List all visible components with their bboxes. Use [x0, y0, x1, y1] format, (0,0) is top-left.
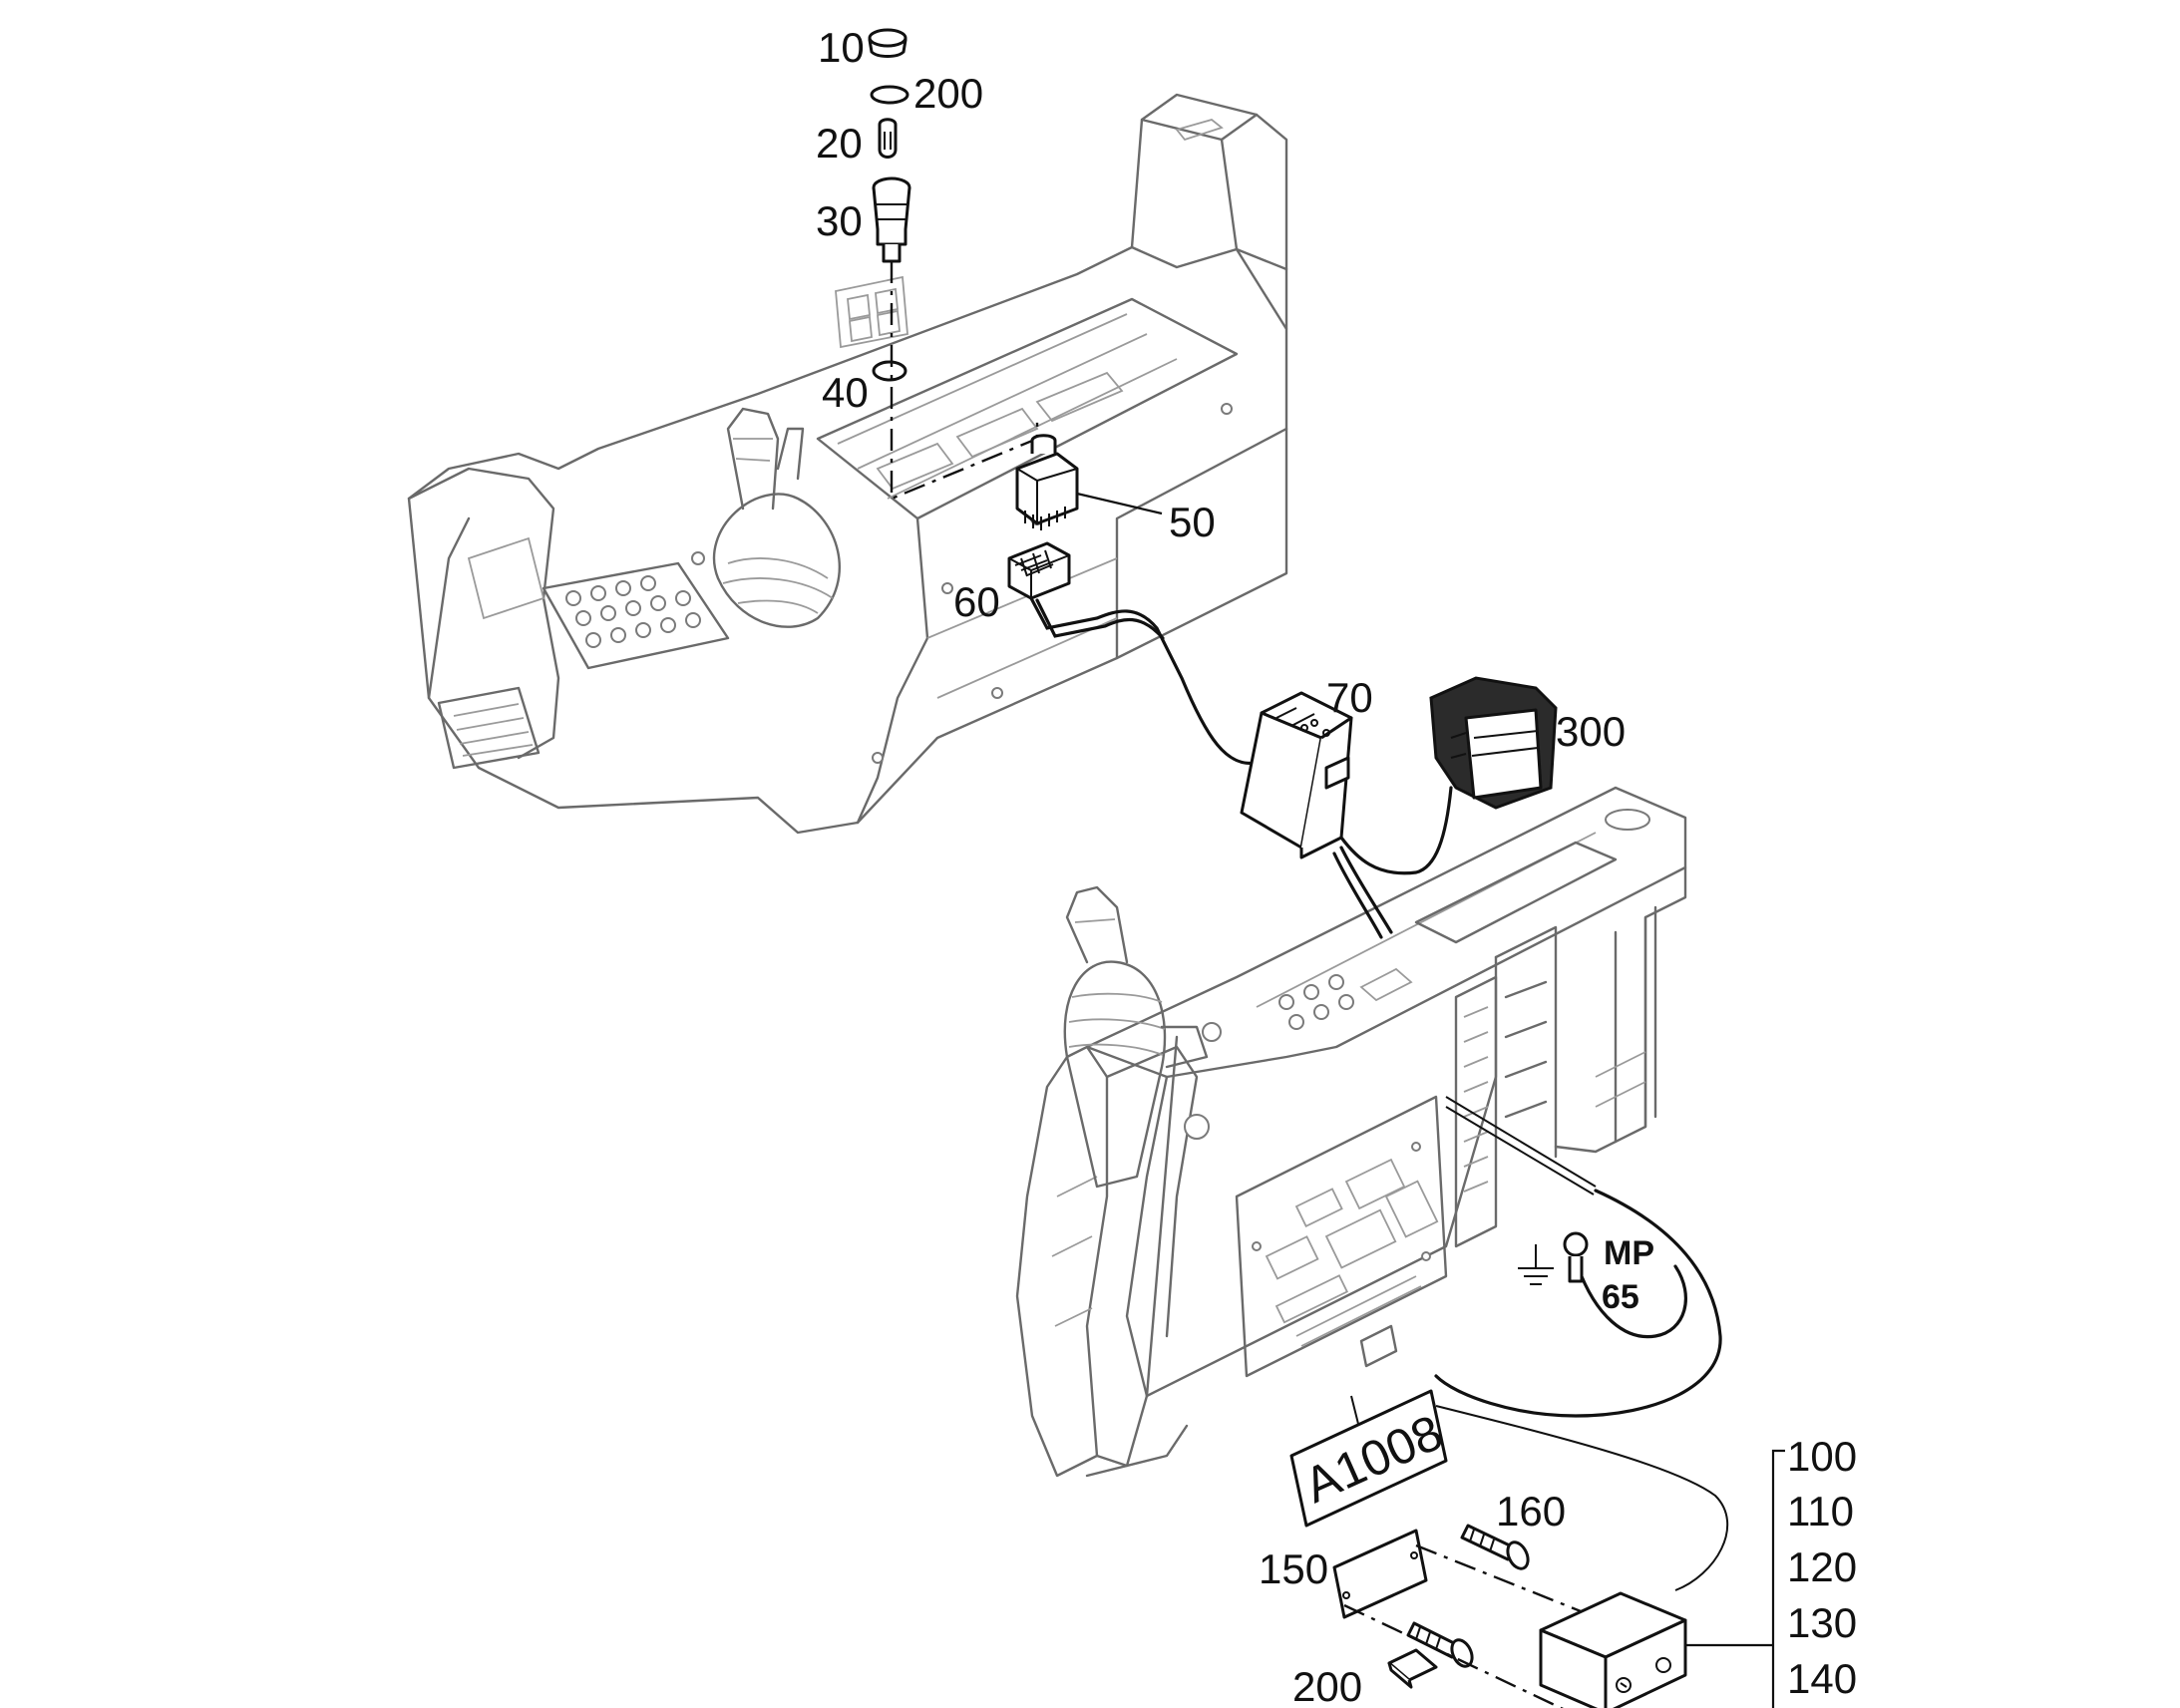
kit-item-140: 140	[1787, 1655, 1857, 1702]
part-200-pad: 200	[1292, 1648, 1438, 1708]
kit-bracket	[1765, 1449, 1785, 1708]
button-keypad	[542, 561, 730, 670]
callout-40: 40	[822, 369, 869, 416]
ground-point-label-line2: 65	[1602, 1278, 1639, 1316]
circuit-board	[1235, 1095, 1448, 1378]
part-10-cap: 10	[818, 24, 908, 71]
assembly-line-screw-2	[1343, 1603, 1565, 1708]
kit-item-110: 110	[1787, 1488, 1854, 1535]
vent-grille	[437, 686, 541, 770]
kit-item-120: 120	[1787, 1543, 1857, 1590]
callout-150: 150	[1259, 1545, 1328, 1592]
callout-20: 20	[816, 120, 863, 167]
ring-terminal-icon	[1563, 1231, 1589, 1283]
ground-cable	[1434, 1189, 1722, 1418]
upper-console-housing	[407, 93, 1288, 835]
callout-300: 300	[1556, 708, 1626, 755]
part-50-relay: 50	[1015, 434, 1216, 545]
wire-70-300	[1339, 786, 1453, 875]
callout-70: 70	[1326, 674, 1373, 721]
control-box	[1539, 1591, 1687, 1708]
callout-200-top: 200	[913, 70, 983, 117]
callout-200-bottom: 200	[1292, 1663, 1362, 1708]
callout-160: 160	[1496, 1488, 1566, 1535]
kit-item-130: 130	[1787, 1599, 1857, 1646]
mounting-plate	[835, 275, 908, 349]
part-300-work-light: 300	[1429, 676, 1626, 810]
kit-item-list: 100 110 120 130 140	[1787, 1433, 1857, 1702]
lower-console-housing	[1015, 786, 1687, 1478]
part-70-timer-module: 70	[1240, 674, 1373, 859]
lower-joystick	[1063, 885, 1222, 1398]
part-20-bulb: 20	[816, 118, 898, 167]
kit-item-100: 100	[1787, 1433, 1857, 1480]
ground-point-label-line1: MP	[1604, 1234, 1654, 1272]
part-40-ring: 40	[822, 360, 908, 416]
upper-joystick	[712, 407, 841, 628]
wire-70-console	[1339, 846, 1393, 934]
part-30-lamp-holder: 30	[816, 176, 911, 263]
ground-symbol-icon	[1518, 1244, 1554, 1285]
callout-60: 60	[953, 578, 1000, 625]
wire-harness-60-70	[1029, 596, 1259, 766]
lower-button-row	[1278, 967, 1413, 1030]
callout-30: 30	[816, 197, 863, 244]
part-200-oring-top: 200	[870, 70, 983, 117]
callout-50: 50	[1169, 499, 1216, 545]
part-160-screws: 160	[1406, 1488, 1566, 1668]
callout-10: 10	[818, 24, 865, 71]
part-150-plate: 150	[1259, 1529, 1428, 1619]
ground-rod	[1445, 1096, 1597, 1188]
part-60-relay-socket: 60	[953, 541, 1071, 625]
